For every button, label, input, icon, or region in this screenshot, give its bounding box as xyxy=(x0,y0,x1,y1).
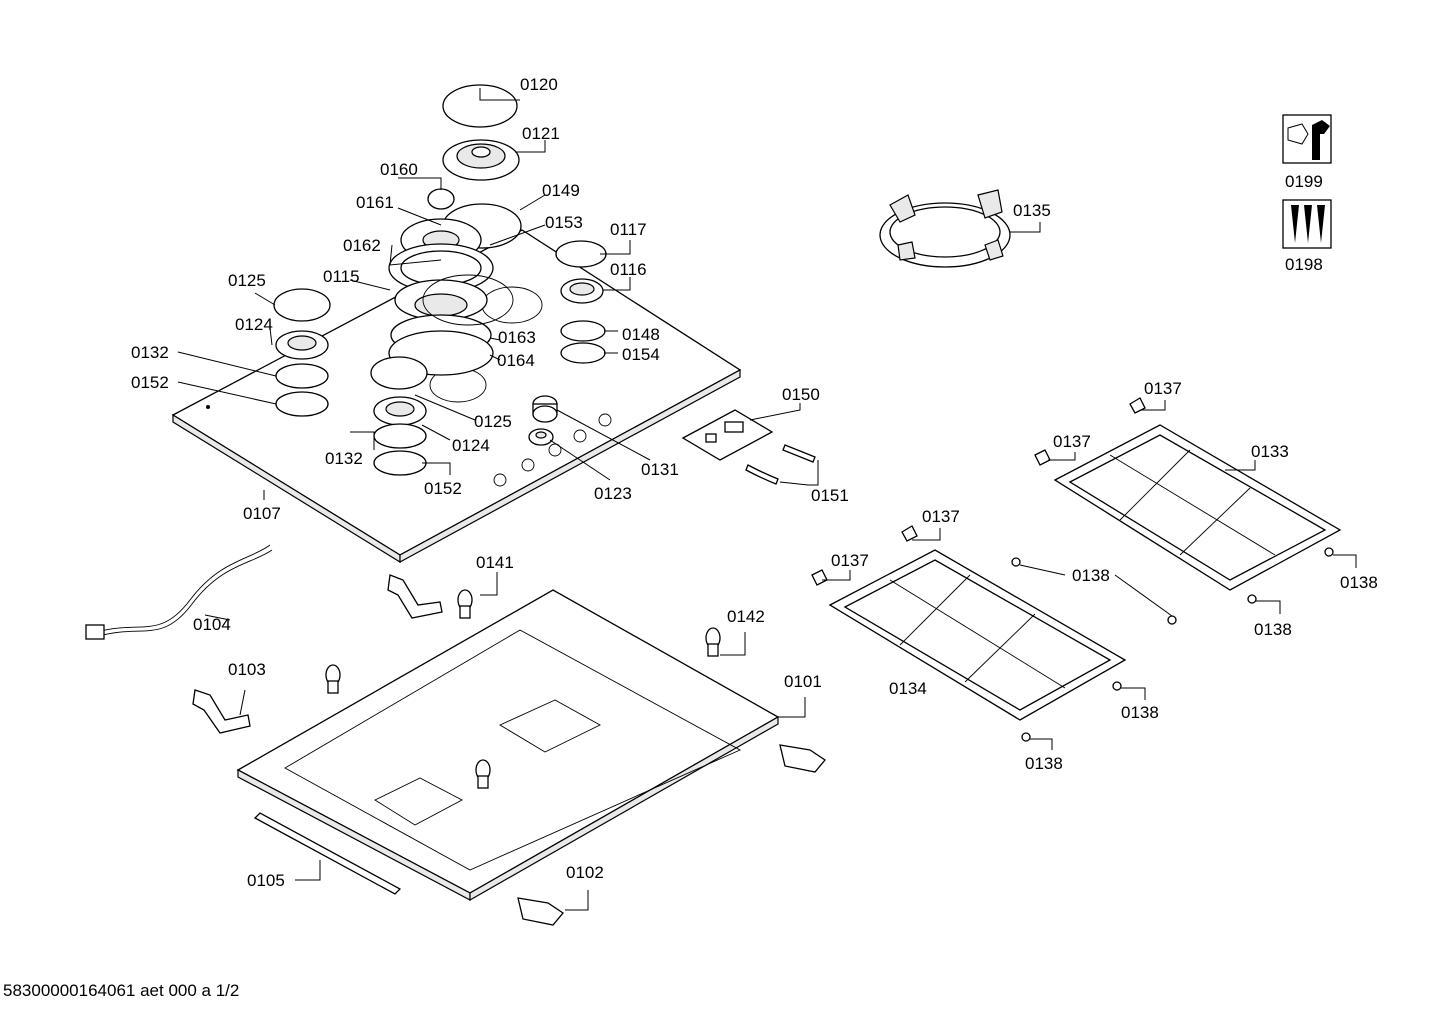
callout-0154: 0154 xyxy=(622,345,660,364)
callout-0115: 0115 xyxy=(323,267,360,286)
cooktop-top-plate xyxy=(171,229,742,564)
callout-0151: 0151 xyxy=(811,486,849,505)
callout-0142: 0142 xyxy=(727,607,765,626)
callout-0124-centre: 0124 xyxy=(452,436,490,455)
pan-support-left xyxy=(828,549,1127,721)
callout-0138-right-lower: 0138 xyxy=(1254,620,1292,639)
callout-0138-right: 0138 xyxy=(1340,573,1378,592)
burner-centre xyxy=(370,356,428,476)
callout-0135: 0135 xyxy=(1013,201,1051,220)
callout-0124-left: 0124 xyxy=(235,315,273,334)
callout-0131: 0131 xyxy=(641,460,679,479)
wok-ring xyxy=(879,189,1011,268)
callout-0160: 0160 xyxy=(380,160,418,179)
tools-icon xyxy=(1282,114,1332,164)
callout-0138-centre: 0138 xyxy=(1072,566,1110,585)
bottom-housing xyxy=(236,589,780,902)
ignition-module xyxy=(681,409,816,485)
gas-cable xyxy=(85,544,273,640)
callout-0163: 0163 xyxy=(498,328,536,347)
callout-0132-left: 0132 xyxy=(131,343,169,362)
document-id-footer: 58300000164061 aet 000 a 1/2 xyxy=(3,981,240,1000)
callout-0103: 0103 xyxy=(228,660,266,679)
callout-0101: 0101 xyxy=(784,672,822,691)
callout-0102: 0102 xyxy=(566,863,604,882)
callout-0161: 0161 xyxy=(356,193,394,212)
burner-left xyxy=(273,288,331,417)
callout-0116: 0116 xyxy=(610,260,647,279)
callout-0138-bottom: 0138 xyxy=(1025,754,1063,773)
burner-stack-wok xyxy=(388,84,522,376)
callout-0120: 0120 xyxy=(520,75,558,94)
callout-0164: 0164 xyxy=(497,351,535,370)
pan-support-right xyxy=(1053,424,1342,591)
callout-0134: 0134 xyxy=(889,679,927,698)
callout-0121: 0121 xyxy=(522,124,560,143)
callout-0125-left: 0125 xyxy=(228,271,266,290)
rubber-feet xyxy=(1011,547,1334,742)
callout-0107: 0107 xyxy=(243,504,281,523)
callout-0149: 0149 xyxy=(542,181,580,200)
callout-0137-middle: 0137 xyxy=(922,507,960,526)
callout-0117: 0117 xyxy=(610,220,647,239)
callout-0153: 0153 xyxy=(545,213,583,232)
callout-0148: 0148 xyxy=(622,325,660,344)
leader-lines xyxy=(177,88,1357,911)
callout-0141: 0141 xyxy=(476,553,514,572)
callout-0152-centre: 0152 xyxy=(424,479,462,498)
callout-0162: 0162 xyxy=(343,236,381,255)
mounting-brackets xyxy=(192,574,826,926)
callout-0137-top: 0137 xyxy=(1144,379,1182,398)
callout-0105: 0105 xyxy=(247,871,285,890)
callout-0133: 0133 xyxy=(1251,442,1289,461)
callout-0152-left: 0152 xyxy=(131,373,169,392)
control-knob xyxy=(528,395,558,446)
callout-0199: 0199 xyxy=(1285,172,1323,191)
callout-0104: 0104 xyxy=(193,615,231,634)
callout-0150: 0150 xyxy=(782,385,820,404)
callout-0198: 0198 xyxy=(1285,255,1323,274)
callout-0138-lower: 0138 xyxy=(1121,703,1159,722)
callout-0137-lower: 0137 xyxy=(831,551,869,570)
callout-0123: 0123 xyxy=(594,484,632,503)
callout-0125-centre: 0125 xyxy=(474,412,512,431)
callout-0132-centre: 0132 xyxy=(325,449,363,468)
callout-labels: 0120 0121 0160 0149 0161 0153 0117 0162 … xyxy=(131,75,1378,890)
callout-0137-upper: 0137 xyxy=(1053,432,1091,451)
screws-icon xyxy=(1282,199,1332,249)
